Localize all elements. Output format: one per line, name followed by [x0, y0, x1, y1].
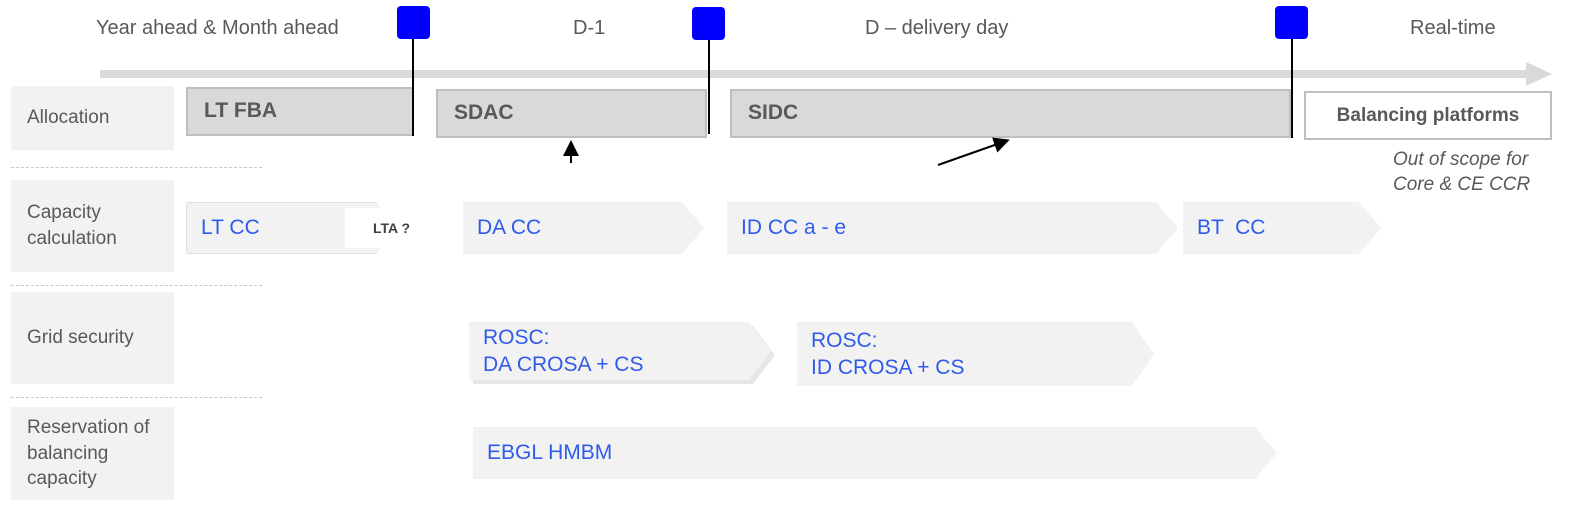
cc-bt-label: BT CC	[1197, 216, 1266, 240]
timeline-arrow-head-icon	[1526, 62, 1552, 86]
allocation-sdac: SDAC	[436, 89, 707, 138]
out-of-scope-note: Out of scope for Core & CE CCR	[1393, 149, 1531, 196]
row-label-allocation: Allocation	[11, 86, 174, 150]
allocation-balancing-platforms: Balancing platforms	[1304, 91, 1552, 140]
row-separator	[11, 167, 262, 168]
cc-lta-label: LTA ?	[373, 219, 411, 236]
row-separator	[11, 397, 262, 398]
rosc-id-line2: ID CROSA + CS	[811, 356, 965, 379]
allocation-sidc: SIDC	[730, 89, 1291, 138]
allocation-lt-fba: LT FBA	[186, 87, 414, 136]
rosc-id: ROSC: ID CROSA + CS	[797, 322, 1154, 386]
gate-marker-icon	[1275, 6, 1308, 39]
rosc-da-line2: DA CROSA + CS	[483, 353, 644, 376]
row-separator	[11, 285, 262, 286]
row-label-reservation: Reservation of balancing capacity	[11, 407, 174, 500]
cc-bt: BT CC	[1183, 202, 1381, 254]
timeline-arrow-shaft	[100, 70, 1530, 78]
ebgl-hmbm-label: EBGL HMBM	[487, 441, 613, 465]
cc-id-label: ID CC a - e	[741, 216, 847, 240]
phase-delivery-day: D – delivery day	[865, 17, 1009, 39]
rosc-id-line1: ROSC:	[811, 328, 878, 352]
cc-da-label: DA CC	[477, 216, 542, 240]
gate-line	[412, 38, 414, 136]
phase-d-1: D-1	[573, 17, 606, 39]
phase-real-time: Real-time	[1410, 17, 1496, 39]
rosc-da: ROSC: DA CROSA + CS	[469, 322, 771, 380]
cc-lt-label: LT CC	[201, 216, 260, 240]
cc-da: DA CC	[463, 202, 704, 254]
row-label-grid-security: Grid security	[11, 292, 174, 384]
rosc-da-line1: ROSC:	[483, 325, 550, 349]
gate-line	[1291, 38, 1293, 138]
cc-id: ID CC a - e	[727, 202, 1178, 254]
gate-marker-icon	[692, 7, 725, 40]
row-label-capacity-calculation: Capacity calculation	[11, 180, 174, 272]
gate-marker-icon	[397, 6, 430, 39]
gate-line	[708, 38, 710, 134]
cc-lta: LTA ?	[345, 208, 458, 248]
ebgl-hmbm: EBGL HMBM	[473, 427, 1277, 479]
arrow-diagonal-icon	[937, 137, 1010, 166]
phase-year-month-ahead: Year ahead & Month ahead	[96, 17, 339, 39]
